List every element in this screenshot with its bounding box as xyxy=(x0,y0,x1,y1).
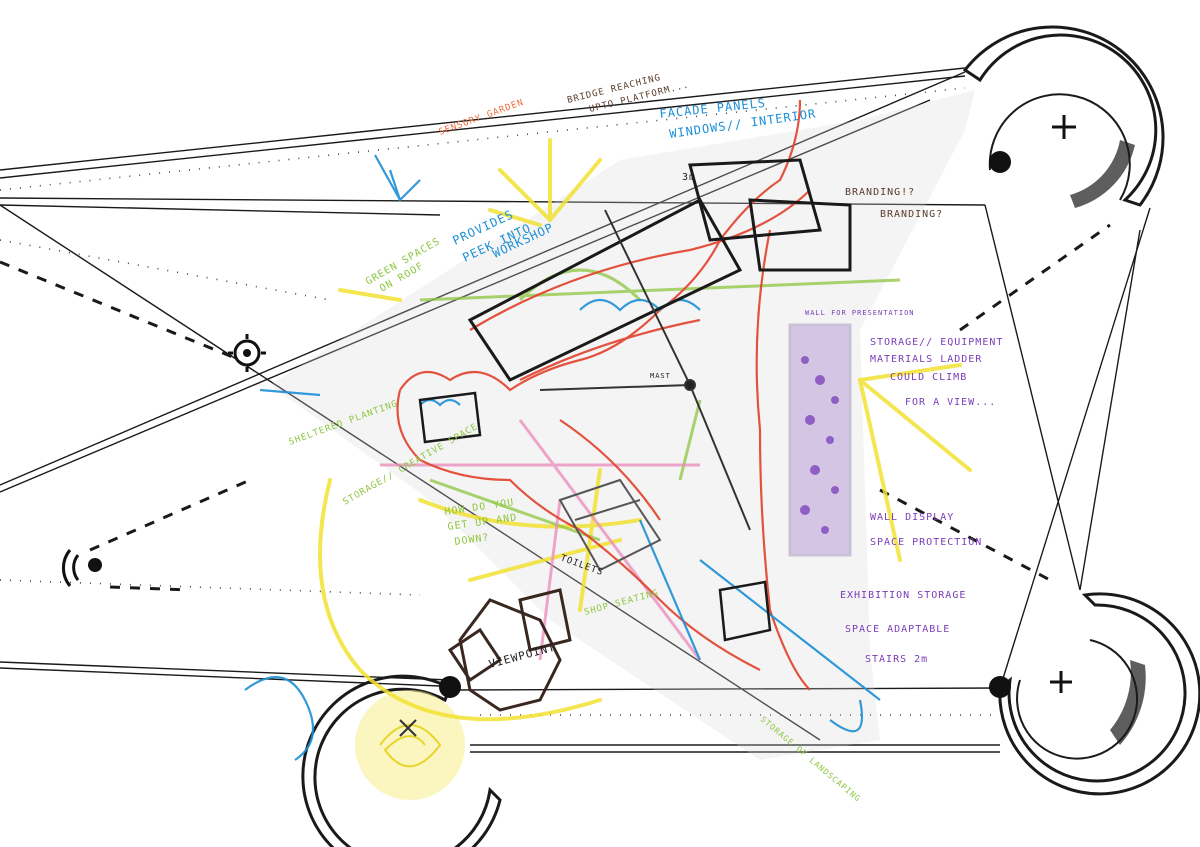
label-exhibition-storage: EXHIBITION STORAGE xyxy=(840,590,966,601)
label-stairs: STAIRS 2m xyxy=(865,654,928,665)
dotted-lines xyxy=(0,87,1000,716)
label-space-protection: SPACE PROTECTION xyxy=(870,537,982,548)
viewpoint-block xyxy=(447,588,572,712)
red-sketch-lines xyxy=(396,99,811,691)
anchor-plus-icon-2 xyxy=(1050,671,1072,693)
vent-symbol-icon xyxy=(228,334,266,372)
anchor-plus-icon xyxy=(1052,115,1076,139)
label-wall-presentation: WALL FOR PRESENTATION xyxy=(805,309,915,317)
green-planters xyxy=(418,391,772,642)
anchor-ring-top-right xyxy=(962,25,1165,208)
anchor-cross-icon xyxy=(399,719,417,737)
workshop-block xyxy=(467,158,852,382)
blue-sketch-lines xyxy=(244,154,881,761)
label-3m: 3m xyxy=(682,172,696,183)
label-viewpoint: VIEWPOINT xyxy=(487,641,557,671)
label-down: DOWN? xyxy=(454,532,490,548)
label-could-climb: COULD CLIMB xyxy=(890,372,967,383)
structure-outline xyxy=(0,67,1151,753)
label-for-a-view: FOR A VIEW... xyxy=(905,397,996,408)
purple-storage-zone xyxy=(788,323,852,557)
anchor-ring-bottom-right xyxy=(989,592,1200,796)
label-mast: MAST xyxy=(650,372,671,380)
tracing-overlay xyxy=(270,90,975,760)
label-branding-2: BRANDING? xyxy=(880,209,943,220)
label-branding-1: BRANDING!? xyxy=(845,187,915,198)
target-symbol-icon xyxy=(62,549,102,587)
green-sketch-lines xyxy=(419,268,901,542)
label-space-adaptable: SPACE ADAPTABLE xyxy=(845,624,950,635)
mast-structure xyxy=(539,209,751,531)
yellow-sketch-lines xyxy=(318,138,972,722)
label-sensory-garden: SENSORY GARDEN xyxy=(438,98,526,138)
label-wall-display: WALL DISPLAY xyxy=(870,512,954,523)
dashed-alignment-lines xyxy=(0,223,1111,592)
toilets-block xyxy=(558,478,662,572)
label-storage-equipment: STORAGE// EQUIPMENT xyxy=(870,337,1003,348)
label-materials-ladder: MATERIALS LADDER xyxy=(870,354,982,365)
